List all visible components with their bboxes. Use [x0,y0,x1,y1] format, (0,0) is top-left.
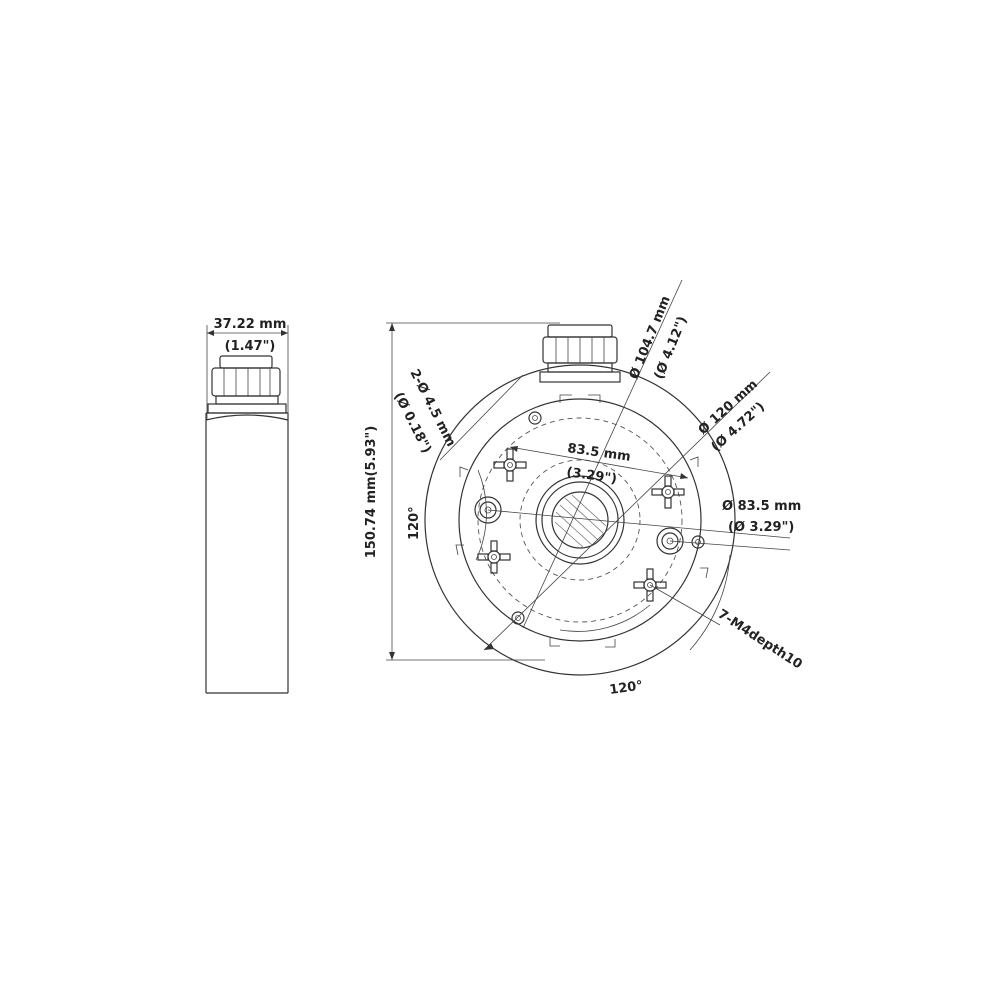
side-width-dimension: 37.22 mm (1.47") [206,317,289,420]
rim-notches [455,394,709,648]
small-hole [511,411,705,625]
thread-spec-label: 7-M4depth10 [715,607,805,673]
m4-hole [651,475,685,509]
height-label: 150.74 mm(5.93") [364,426,379,559]
center-cable-entry [535,475,625,565]
side-width-mm-label: 37.22 mm [214,317,287,332]
dimension-labels: 2-Ø 4.5 mm (Ø 0.18") Ø 104.7 mm (Ø 4.12"… [390,294,804,698]
junction-box-outline [424,364,736,676]
top-view: 150.74 mm(5.93") [364,279,805,698]
bolt-circle-mm-label: Ø 83.5 mm [722,499,801,514]
m4-hole [477,540,511,574]
top-cable-gland [539,324,621,383]
side-body [205,412,289,694]
m4-hole [633,568,667,602]
leader-lines [439,279,791,651]
angle-left-label: 120° [407,506,422,540]
m4-hole [493,448,527,482]
height-dimension: 150.74 mm(5.93") [364,322,560,661]
mounting-holes [474,411,705,625]
angle-bottom-label: 120° [608,678,643,698]
bolt-circle-in-label: (Ø 3.29") [728,520,794,535]
screw-boss [474,496,684,555]
hole-spacing-in-label: (3.29") [565,465,617,487]
side-cable-gland [207,355,287,414]
side-view: 37.22 mm (1.47") [205,317,289,694]
side-width-in-label: (1.47") [225,339,276,354]
